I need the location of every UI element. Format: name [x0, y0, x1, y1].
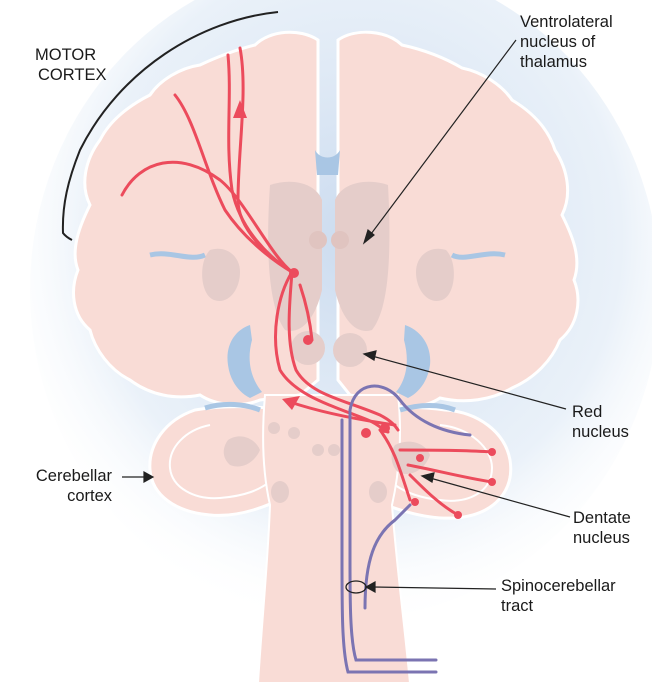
label-motor-cortex-line-2: CORTEX: [35, 65, 106, 85]
red-nucleus-right: [333, 333, 367, 367]
synapse-dentate-2: [488, 478, 496, 486]
pontine-nucleus-1: [268, 422, 280, 434]
label-ventrolateral-line-3: thalamus: [520, 52, 613, 72]
label-dentate-nucleus: Dentate nucleus: [573, 508, 631, 548]
label-motor-cortex: MOTOR CORTEX: [35, 45, 106, 85]
label-red-nucleus-line-2: nucleus: [572, 422, 629, 442]
label-red-nucleus-line-1: Red: [572, 402, 629, 422]
label-cerebellar-cortex-line-2: cortex: [4, 486, 112, 506]
label-ventrolateral-nucleus: Ventrolateral nucleus of thalamus: [520, 12, 613, 72]
pontine-nucleus-4: [328, 444, 340, 456]
olive-right: [369, 481, 387, 503]
label-motor-cortex-line-1: MOTOR: [35, 45, 106, 65]
label-dentate-line-2: nucleus: [573, 528, 631, 548]
thalamic-adhesion-right: [331, 231, 349, 249]
label-cerebellar-cortex: Cerebellar cortex: [4, 466, 112, 506]
pontine-nucleus-2: [288, 427, 300, 439]
label-dentate-line-1: Dentate: [573, 508, 631, 528]
synapse-red-nucleus-1: [303, 335, 313, 345]
thalamus-right: [335, 182, 389, 331]
olive-left: [271, 481, 289, 503]
thalamic-adhesion-left: [309, 231, 327, 249]
synapse-dentate-3: [454, 511, 462, 519]
label-ventrolateral-line-2: nucleus of: [520, 32, 613, 52]
synapse-pons-1: [361, 428, 371, 438]
label-cerebellar-cortex-line-1: Cerebellar: [4, 466, 112, 486]
label-ventrolateral-line-1: Ventrolateral: [520, 12, 613, 32]
synapse-dentate-4: [411, 498, 419, 506]
label-spinocerebellar-tract: Spinocerebellar tract: [501, 576, 616, 616]
label-spinocerebellar-line-2: tract: [501, 596, 616, 616]
label-spinocerebellar-line-1: Spinocerebellar: [501, 576, 616, 596]
synapse-dentate-5: [416, 454, 424, 462]
synapse-red-nucleus-2: [380, 423, 390, 433]
pontine-nucleus-3: [312, 444, 324, 456]
synapse-thalamus: [289, 268, 299, 278]
synapse-dentate-1: [488, 448, 496, 456]
label-red-nucleus: Red nucleus: [572, 402, 629, 442]
